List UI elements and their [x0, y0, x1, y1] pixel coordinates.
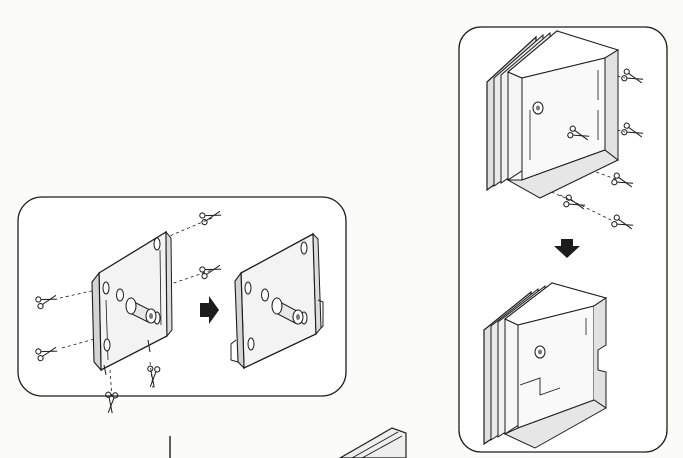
arrow-down-icon — [554, 239, 580, 258]
casing-before — [486, 29, 620, 199]
bottom-fragment — [169, 427, 407, 458]
left-panel — [17, 196, 347, 414]
back-plate-before — [91, 230, 173, 376]
right-panel — [458, 26, 668, 453]
cut-guides-left — [59, 217, 213, 399]
back-plate-after — [230, 232, 324, 370]
casing-after — [483, 281, 608, 449]
arrow-right-icon — [200, 296, 219, 324]
